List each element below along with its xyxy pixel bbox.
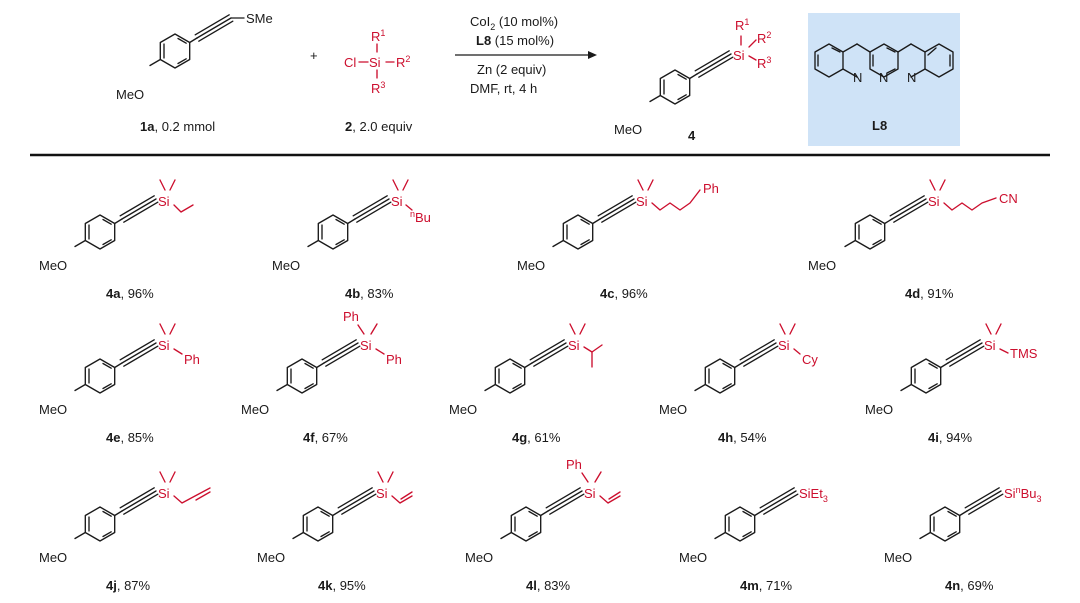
svg-text:Si: Si — [778, 338, 790, 353]
svg-text:MeO: MeO — [517, 258, 545, 273]
product-4n: MeO SinBu3 4n, 69% — [884, 485, 1042, 593]
label-4m: 4m, 71% — [740, 578, 792, 593]
svg-text:MeO: MeO — [465, 550, 493, 565]
svg-text:Si: Si — [636, 194, 648, 209]
atom-MeO: MeO — [116, 87, 144, 102]
label-4k: 4k, 95% — [318, 578, 366, 593]
atom-N-right: N — [907, 70, 916, 85]
svg-text:Si: Si — [158, 338, 170, 353]
svg-text:MeO: MeO — [39, 550, 67, 565]
svg-text:MeO: MeO — [449, 402, 477, 417]
product-4b: MeO Si nBu 4b, 83% — [272, 179, 431, 301]
svg-text:Ph: Ph — [184, 352, 200, 367]
product-4c: MeO Si Ph 4c, 96% — [517, 179, 719, 301]
atom-SMe: SMe — [246, 11, 273, 26]
group-R2: R2 — [396, 54, 410, 70]
product-4-general: MeO Si R1 R2 R3 4 — [614, 17, 771, 143]
label-4h: 4h, 54% — [718, 430, 767, 445]
svg-text:TMS: TMS — [1010, 346, 1038, 361]
silyl-group: SinBu3 — [1004, 485, 1042, 504]
label-4n: 4n, 69% — [945, 578, 994, 593]
label-4l: 4l, 83% — [526, 578, 571, 593]
reaction-conditions: CoI2 (10 mol%) L8 (15 mol%) Zn (2 equiv)… — [455, 14, 597, 96]
svg-text:Si: Si — [928, 194, 940, 209]
ligand-box-background — [808, 13, 960, 146]
atom-Cl: Cl — [344, 55, 356, 70]
svg-text:Ph: Ph — [386, 352, 402, 367]
svg-text:Ph: Ph — [566, 457, 582, 472]
svg-text:MeO: MeO — [865, 402, 893, 417]
ligand-L8-box: N N N L8 — [808, 13, 960, 146]
compound-label-2: 2, 2.0 equiv — [345, 119, 413, 134]
svg-text:MeO: MeO — [808, 258, 836, 273]
svg-text:Si: Si — [733, 48, 745, 63]
atom-Si: Si — [369, 55, 381, 70]
svg-text:Si: Si — [391, 194, 403, 209]
label-4e: 4e, 85% — [106, 430, 154, 445]
svg-text:MeO: MeO — [679, 550, 707, 565]
compound-label-4: 4 — [688, 128, 696, 143]
svg-text:Si: Si — [568, 338, 580, 353]
product-4l: MeO Si Ph 4l, 83% — [465, 457, 621, 593]
ligand-loading: L8 (15 mol%) — [476, 33, 554, 48]
svg-text:MeO: MeO — [39, 402, 67, 417]
group-R3: R3 — [757, 55, 771, 71]
product-4k: MeO Si 4k, 95% — [257, 471, 413, 593]
silyl-group: SiEt3 — [799, 486, 828, 504]
svg-text:Si: Si — [584, 486, 596, 501]
label-4f: 4f, 67% — [303, 430, 348, 445]
group-R3: R3 — [371, 80, 385, 96]
svg-text:Si: Si — [158, 194, 170, 209]
svg-text:Si: Si — [984, 338, 996, 353]
product-4d: MeO Si CN 4d, 91% — [808, 179, 1018, 301]
svg-text:Si: Si — [158, 486, 170, 501]
label-4b: 4b, 83% — [345, 286, 394, 301]
ligand-label: L8 — [872, 118, 887, 133]
reactant-2-chlorosilane: Cl Si R1 R2 R3 2, 2.0 equiv — [344, 28, 413, 134]
svg-text:MeO: MeO — [884, 550, 912, 565]
group-R1: R1 — [735, 17, 749, 33]
label-4a: 4a, 96% — [106, 286, 154, 301]
atom-N-left: N — [853, 70, 862, 85]
solvent-conditions: DMF, rt, 4 h — [470, 81, 537, 96]
group-R2: R2 — [757, 30, 771, 46]
atom-N-mid: N — [879, 70, 888, 85]
svg-text:MeO: MeO — [272, 258, 300, 273]
product-4a: MeO Si 4a, 96% — [39, 179, 194, 301]
compound-label-1a: 1a, 0.2 mmol — [140, 119, 215, 134]
reductant: Zn (2 equiv) — [477, 62, 546, 77]
svg-text:MeO: MeO — [614, 122, 642, 137]
label-4c: 4c, 96% — [600, 286, 648, 301]
svg-text:MeO: MeO — [241, 402, 269, 417]
plus-sign: + — [310, 48, 318, 63]
product-4f: MeO Si Ph Ph 4f, 67% — [241, 309, 402, 445]
svg-text:nBu: nBu — [410, 209, 431, 225]
svg-text:Si: Si — [376, 486, 388, 501]
label-4i: 4i, 94% — [928, 430, 973, 445]
svg-text:Ph: Ph — [703, 181, 719, 196]
product-4m: MeO SiEt3 4m, 71% — [679, 486, 828, 593]
reactant-1a: SMe MeO 1a, 0.2 mmol — [116, 11, 273, 134]
label-4d: 4d, 91% — [905, 286, 954, 301]
svg-text:MeO: MeO — [659, 402, 687, 417]
product-4j: MeO Si 4j, 87% — [39, 471, 211, 593]
group-R1: R1 — [371, 28, 385, 44]
svg-text:MeO: MeO — [257, 550, 285, 565]
product-4h: MeO Si Cy 4h, 54% — [659, 323, 818, 445]
product-4i: MeO Si TMS 4i, 94% — [865, 323, 1038, 445]
label-4j: 4j, 87% — [106, 578, 151, 593]
svg-text:Si: Si — [360, 338, 372, 353]
label-4g: 4g, 61% — [512, 430, 561, 445]
svg-text:MeO: MeO — [39, 258, 67, 273]
svg-text:Ph: Ph — [343, 309, 359, 324]
product-4g: MeO Si 4g, 61% — [449, 323, 603, 445]
svg-text:Cy: Cy — [802, 352, 818, 367]
svg-text:CN: CN — [999, 191, 1018, 206]
catalyst: CoI2 (10 mol%) — [470, 14, 558, 32]
product-4e: MeO Si Ph 4e, 85% — [39, 323, 200, 445]
